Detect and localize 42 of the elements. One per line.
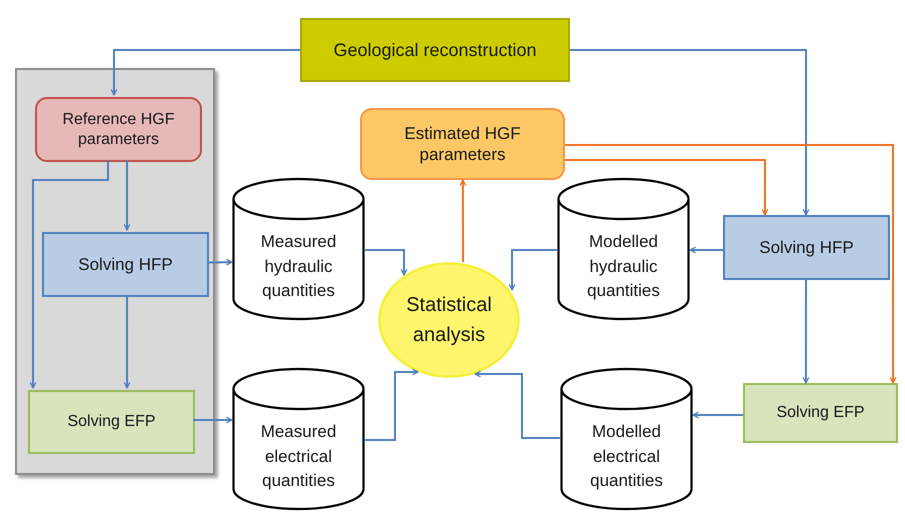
connector-arrow (689, 246, 723, 254)
node-label: Estimated HGF parameters (403, 122, 522, 166)
node-label: Solving EFP (67, 412, 156, 432)
connector-arrow (570, 49, 810, 216)
data-cylinder (232, 368, 365, 510)
process-box (360, 108, 565, 180)
node-label: Measured electrical quantities (260, 421, 338, 492)
connector-arrow (565, 158, 768, 216)
connector-arrow (365, 368, 419, 441)
process-box (28, 390, 195, 454)
connector-arrow (30, 160, 109, 389)
node-label: Geological reconstruction (333, 38, 537, 62)
node-label: Modelled hydraulic quantities (586, 231, 661, 302)
analysis-ellipse (378, 262, 520, 378)
process-box (35, 97, 202, 162)
connector-arrow (508, 249, 557, 291)
node-label: Measured hydraulic quantities (260, 231, 338, 302)
connector-arrow (474, 370, 560, 439)
process-box (42, 232, 209, 297)
node-label: Solving HFP (78, 254, 173, 276)
node-label: Modelled electrical quantities (589, 421, 664, 492)
process-box (300, 18, 570, 82)
data-cylinder (557, 178, 690, 320)
connector-arrow (124, 160, 130, 231)
node-label: Reference HGF parameters (61, 110, 176, 150)
connector-arrow (460, 179, 466, 262)
data-cylinder (232, 178, 365, 320)
node-label: Statistical analysis (405, 293, 493, 348)
data-cylinder (560, 368, 693, 510)
connector-arrow (124, 295, 130, 389)
process-box (743, 383, 898, 443)
connector-arrow (565, 144, 896, 384)
connector-arrow (206, 258, 233, 266)
connector-arrow (802, 280, 810, 384)
node-label: Solving HFP (759, 236, 854, 258)
connector-arrow (193, 416, 233, 424)
node-label: Solving EFP (776, 403, 865, 423)
connector-arrow (692, 412, 743, 418)
connector-arrow (365, 249, 408, 276)
group-panel (15, 68, 215, 475)
connector-arrow (110, 49, 300, 96)
process-box (723, 215, 890, 280)
